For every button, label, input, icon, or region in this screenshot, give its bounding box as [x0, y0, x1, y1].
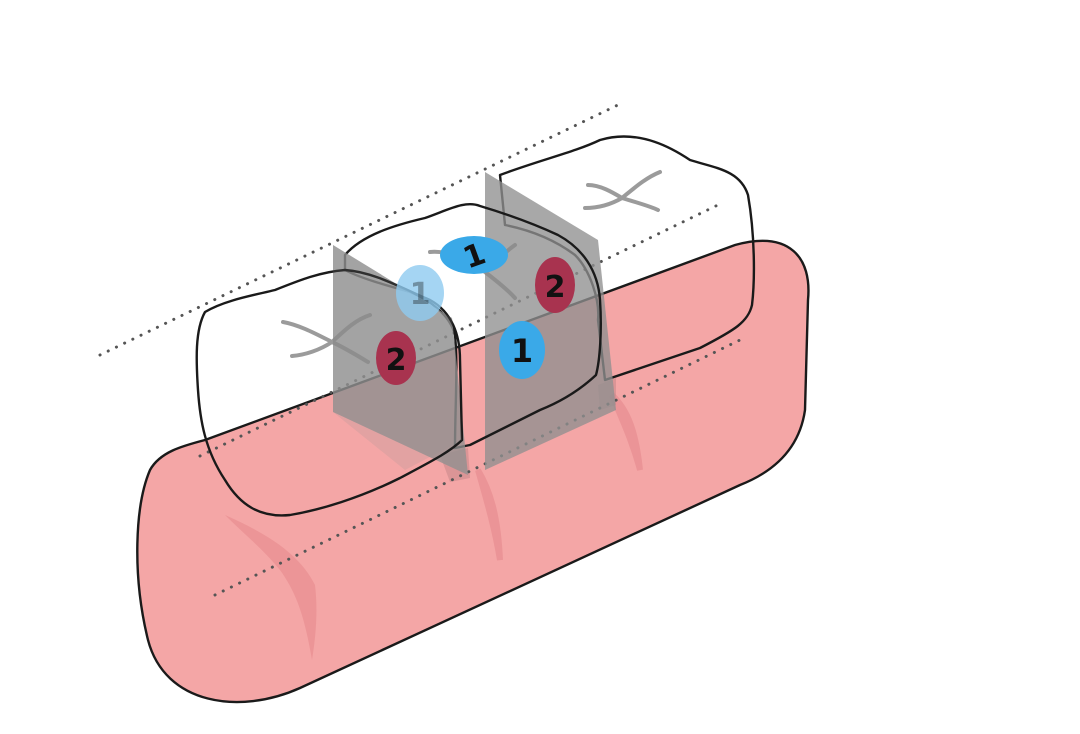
marker-blue-1-center-shape	[499, 321, 545, 379]
marker-blue-1-center-label: 1	[511, 332, 533, 370]
marker-red-2-left-shape	[376, 331, 416, 385]
marker-blue-1-faded-shape	[396, 265, 444, 321]
guide-line-top	[98, 101, 624, 357]
guide-line-lower	[213, 338, 742, 597]
marker-blue-1-top-shape	[440, 236, 508, 274]
marker-blue-1-top: 1	[440, 236, 508, 276]
tooth-right-fissure	[583, 170, 662, 212]
marker-blue-1-center: 1	[499, 321, 545, 379]
guide-lines	[98, 101, 742, 597]
tooth-left-fissure	[281, 313, 372, 364]
plane-right-panel	[485, 172, 616, 470]
plane-right	[485, 172, 616, 470]
marker-red-2-left: 2	[376, 331, 416, 385]
marker-blue-1-faded-label: 1	[410, 277, 431, 312]
marker-red-2-left-label: 2	[386, 343, 407, 378]
tooth-left	[195, 268, 464, 517]
gum-base	[136, 239, 810, 704]
gum-root-shadow-right	[609, 392, 643, 471]
tooth-left-body	[195, 268, 464, 517]
marker-red-2-right-shape	[535, 257, 575, 313]
marker-blue-1-faded: 1	[396, 265, 444, 321]
gum-body	[136, 239, 810, 704]
guide-line-upper	[198, 201, 724, 458]
marker-red-2-right: 2	[535, 257, 575, 313]
gum-root-shadow-middle	[475, 468, 503, 561]
gum-root-shadow-left	[225, 515, 317, 660]
marker-red-2-right-label: 2	[545, 270, 566, 305]
markers: 1 1 2 2 1	[376, 236, 575, 385]
